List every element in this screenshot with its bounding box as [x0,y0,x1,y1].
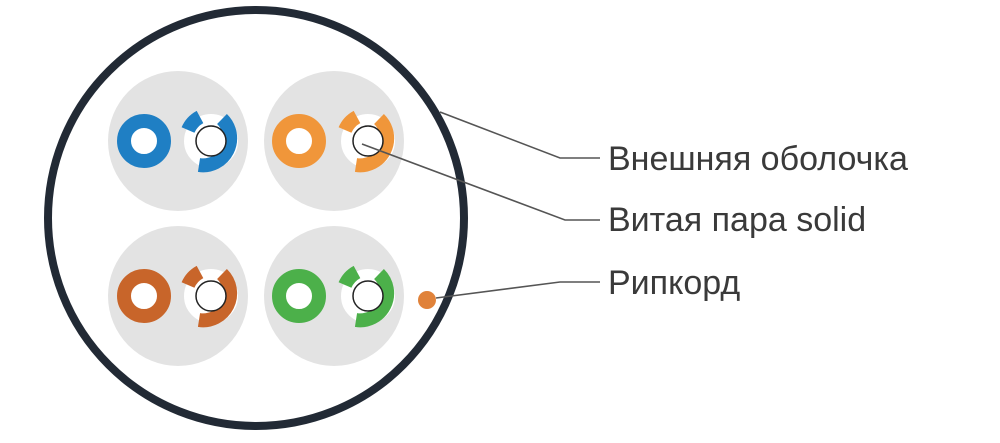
striped-wire-stripe [197,113,238,173]
twisted-pair-blue [108,71,248,211]
pair-background [264,71,404,211]
striped-wire-stripe [181,110,204,134]
striped-wire-conductor [352,125,384,157]
striped-wire-stripe [354,113,395,173]
striped-wire-conductor [352,280,384,312]
striped-wire-stripe [338,265,361,289]
label-ripcord: Рипкорд [608,264,740,302]
pair-background [108,226,248,366]
striped-wire-stripe [338,110,361,134]
twisted-pair-orange [264,71,404,211]
outer-jacket [44,6,468,430]
striped-wire-stripe [197,268,238,328]
leader-line-twisted-pair [361,143,600,221]
pair-background [264,226,404,366]
pair-background [108,71,248,211]
striped-wire-conductor [195,280,227,312]
solid-wire-conductor [117,269,171,323]
leader-line-ripcord [435,281,600,299]
label-twisted-pair: Витая пара solid [608,201,866,239]
striped-wire-conductor [195,125,227,157]
striped-wire-stripe [354,268,395,328]
striped-wire-stripe [181,265,204,289]
twisted-pair-green [264,226,404,366]
solid-wire-conductor [117,114,171,168]
solid-wire-conductor [272,269,326,323]
solid-wire-conductor [272,114,326,168]
twisted-pair-brown [108,226,248,366]
label-jacket: Внешняя оболочка [608,140,908,178]
ripcord-dot [418,291,436,309]
leader-line-jacket [439,111,600,159]
